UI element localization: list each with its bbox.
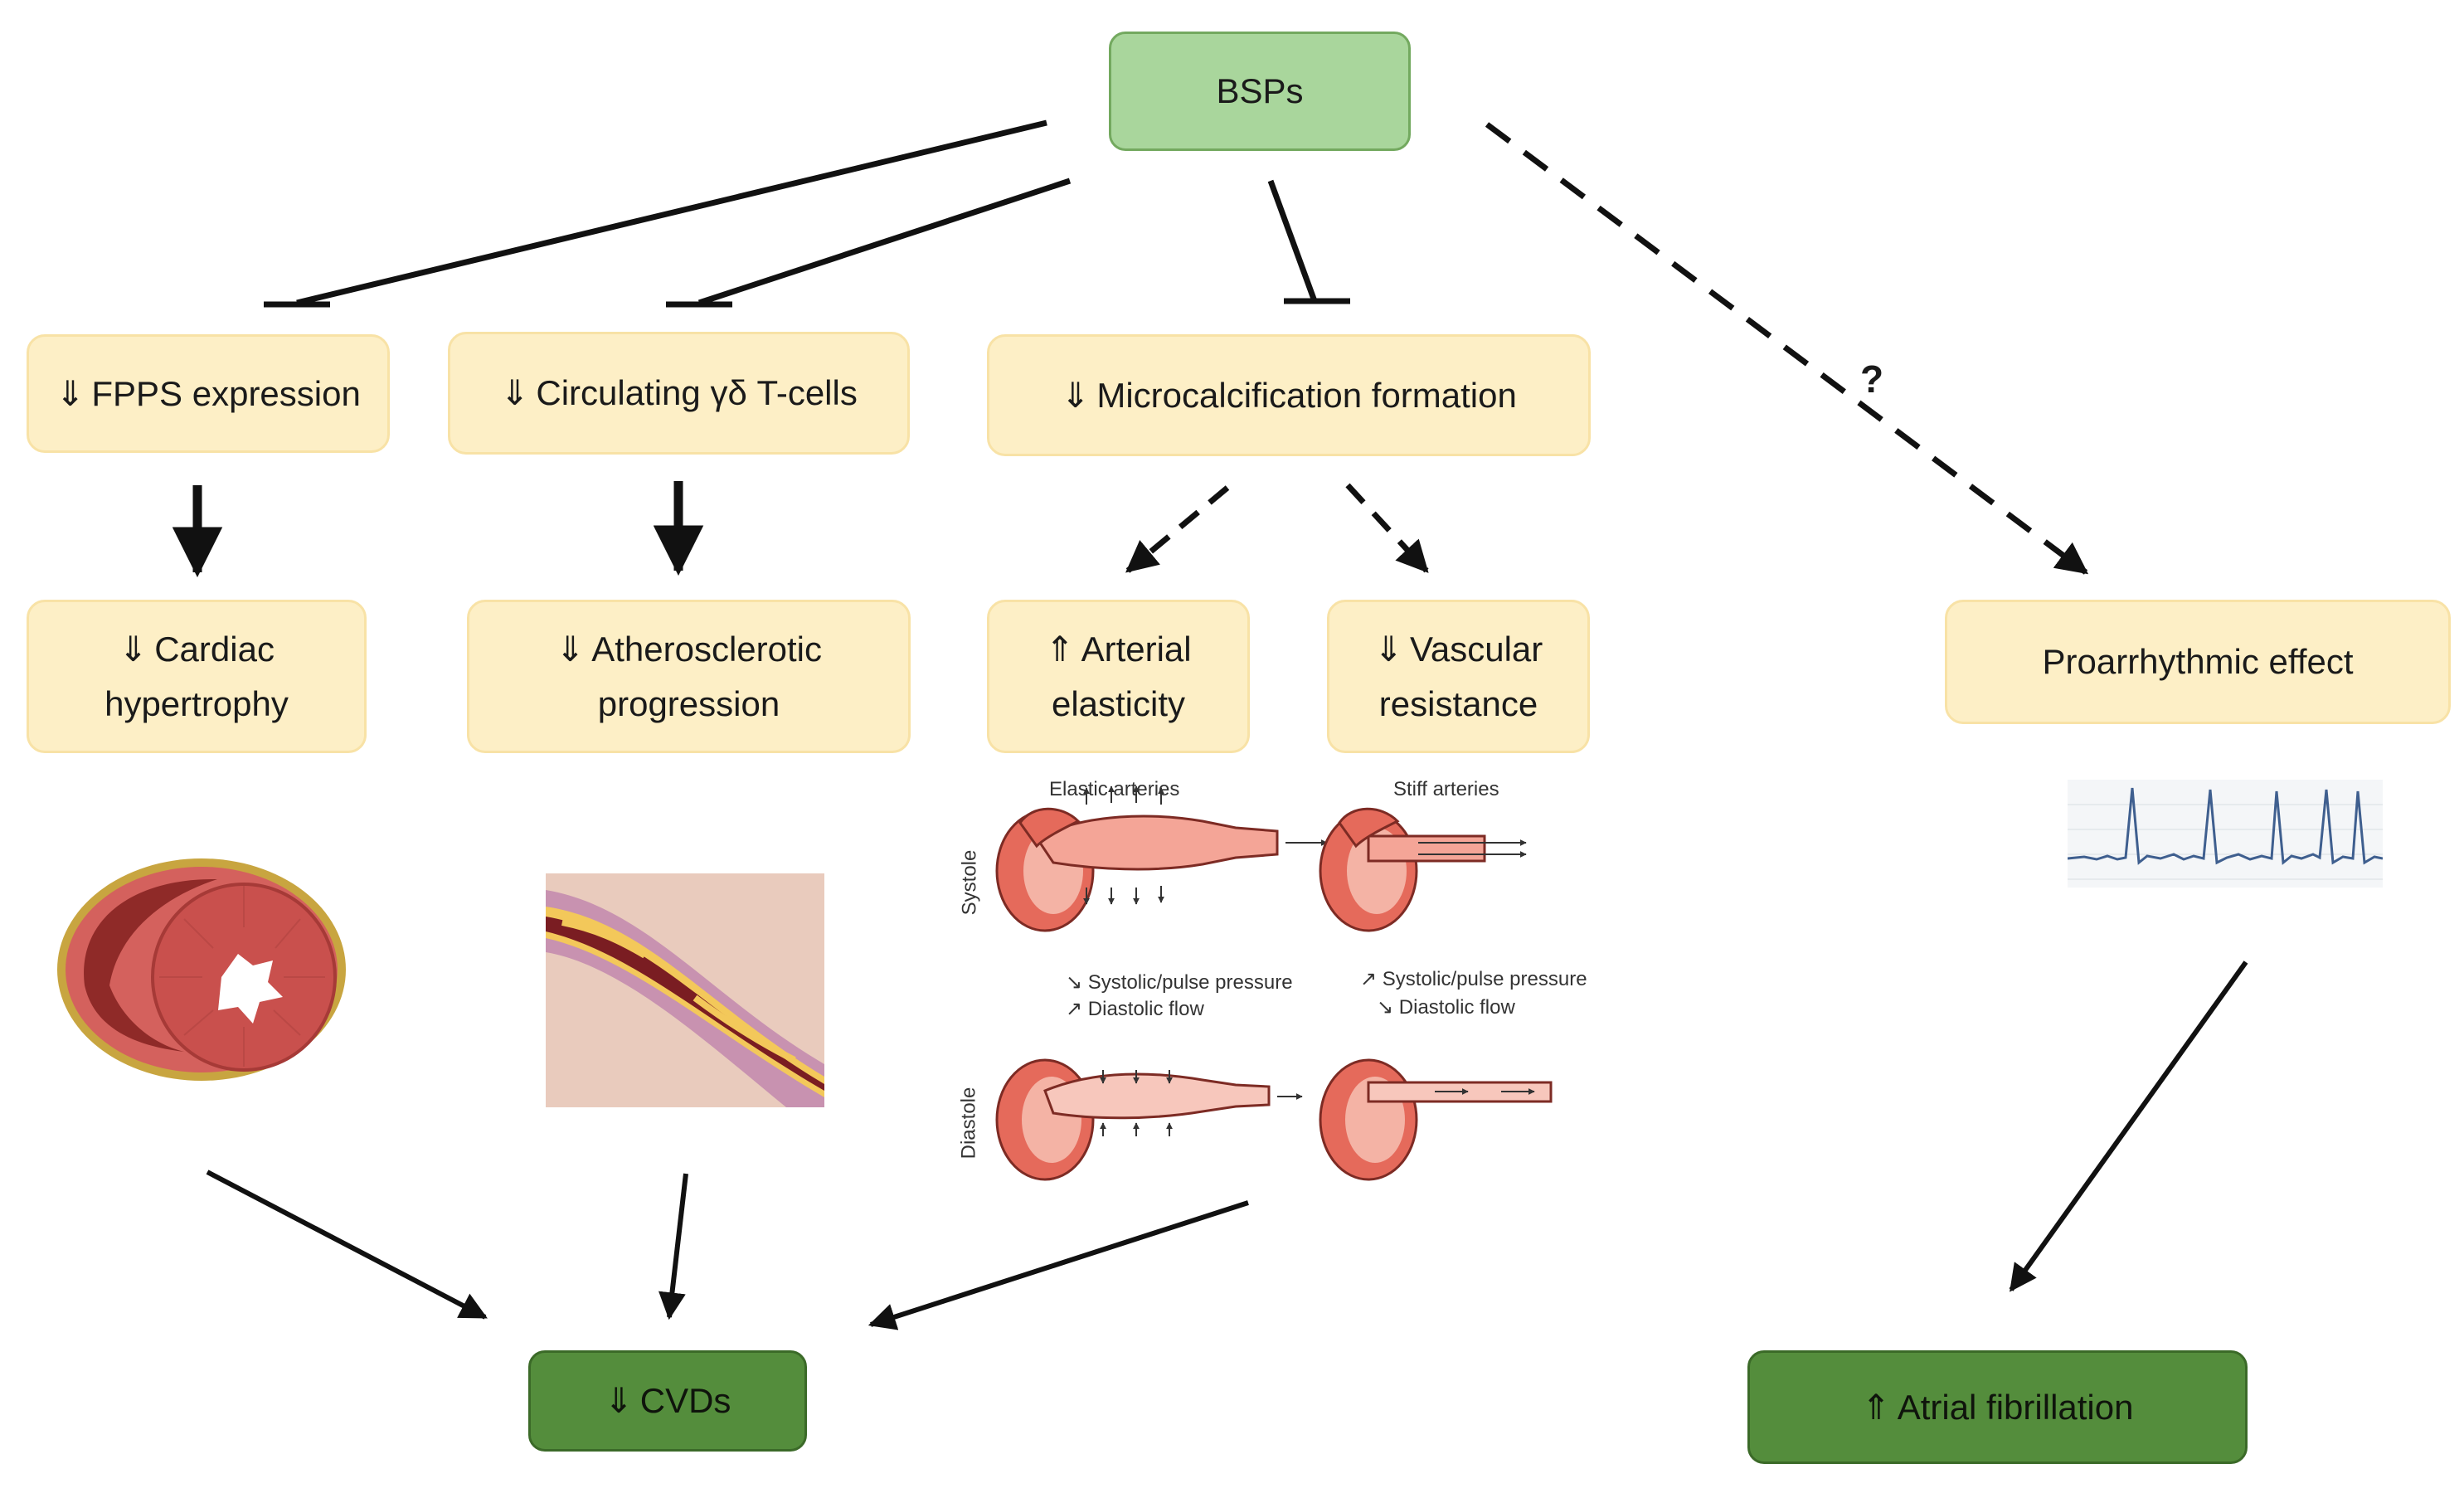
cardiac-line1: Cardiac	[154, 630, 275, 669]
arrow-ecg-to-af	[2009, 960, 2248, 1292]
athero-line2: progression	[597, 683, 780, 723]
atrial-fibrillation-node: ⇑ Atrial fibrillation	[1747, 1350, 2248, 1464]
down-arrow-icon: ⇓	[1373, 629, 1403, 670]
artery-diagrams	[995, 785, 1553, 1181]
elastic-systole-drawing	[995, 785, 1328, 932]
arrow-figure-to-cvds	[868, 1200, 1249, 1330]
proarrhythmic-node: Proarrhythmic effect	[1945, 600, 2451, 724]
inhibit-connector-fpps	[264, 119, 1047, 308]
down-arrow-icon: ⇓	[1061, 374, 1091, 416]
down-arrow-icon: ⇓	[56, 372, 85, 414]
up-arrow-icon: ⇑	[1861, 1386, 1891, 1427]
elastic-note-1: ↘ Systolic/pulse pressure	[1066, 971, 1293, 994]
stiff-arteries-title: Stiff arteries	[1393, 778, 1499, 800]
gamma-delta-tcells-node: ⇓ Circulating γδ T-cells	[448, 332, 910, 455]
stiff-diastole-drawing	[1319, 1058, 1553, 1181]
inhibit-connector-gdt	[666, 178, 1072, 308]
elastic-line1: Arterial	[1081, 630, 1192, 669]
dashed-arrow-to-elasticity	[1125, 485, 1230, 573]
down-arrow-icon: ⇓	[500, 372, 530, 414]
down-arrow-icon: ⇓	[119, 629, 148, 670]
arrow-artery-to-cvds	[659, 1173, 688, 1320]
af-label: Atrial fibrillation	[1897, 1387, 2134, 1427]
inhibit-connector-micro	[1267, 179, 1350, 304]
fpps-expression-node: ⇓ FPPS expression	[27, 334, 390, 453]
stiff-systole-drawing	[1319, 807, 1527, 932]
vascular-line1: Vascular	[1409, 630, 1543, 669]
bsps-label: BSPs	[1216, 71, 1304, 111]
elastic-note-2: ↗ Diastolic flow	[1066, 998, 1204, 1020]
elastic-line2: elasticity	[1051, 683, 1186, 723]
dashed-arrow-proarrhythmic	[1485, 122, 2089, 575]
cvds-node: ⇓ CVDs	[528, 1350, 807, 1452]
stiff-note-1: ↗ Systolic/pulse pressure	[1360, 968, 1587, 990]
down-arrow-icon: ⇓	[556, 629, 586, 670]
arrow-heart-to-cvds	[206, 1170, 488, 1320]
stiff-note-2: ↘ Diastolic flow	[1377, 996, 1515, 1019]
athero-line1: Atherosclerotic	[591, 630, 822, 669]
question-mark: ?	[1860, 357, 1884, 401]
gdt-label: Circulating γδ T-cells	[536, 373, 858, 413]
cvds-label: CVDs	[639, 1381, 731, 1421]
heart-cross-section-image	[57, 858, 346, 1081]
ecg-trace-image	[2068, 780, 2383, 888]
arterial-elasticity-node: ⇑Arterial elasticity	[987, 600, 1250, 753]
micro-label: Microcalcification formation	[1096, 375, 1517, 415]
atherosclerotic-node: ⇓Atherosclerotic progression	[467, 600, 911, 753]
vascular-line2: resistance	[1378, 683, 1538, 723]
up-arrow-icon: ⇑	[1045, 629, 1075, 670]
fpps-label: FPPS expression	[91, 373, 361, 413]
dashed-arrow-to-resistance	[1345, 483, 1429, 573]
vascular-resistance-node: ⇓Vascular resistance	[1327, 600, 1590, 753]
bsps-node: BSPs	[1109, 32, 1411, 151]
microcalcification-node: ⇓ Microcalcification formation	[987, 334, 1591, 456]
proarr-label: Proarrhythmic effect	[2042, 642, 2354, 682]
cardiac-hypertrophy-node: ⇓Cardiac hypertrophy	[27, 600, 367, 753]
atherosclerotic-artery-image	[546, 873, 824, 1107]
arterial-stiffness-figure: Elastic arteries Stiff arteries Systole …	[954, 771, 1609, 1203]
elastic-diastole-drawing	[995, 1058, 1303, 1181]
cardiac-line2: hypertrophy	[104, 683, 289, 723]
down-arrow-icon: ⇓	[604, 1380, 634, 1422]
